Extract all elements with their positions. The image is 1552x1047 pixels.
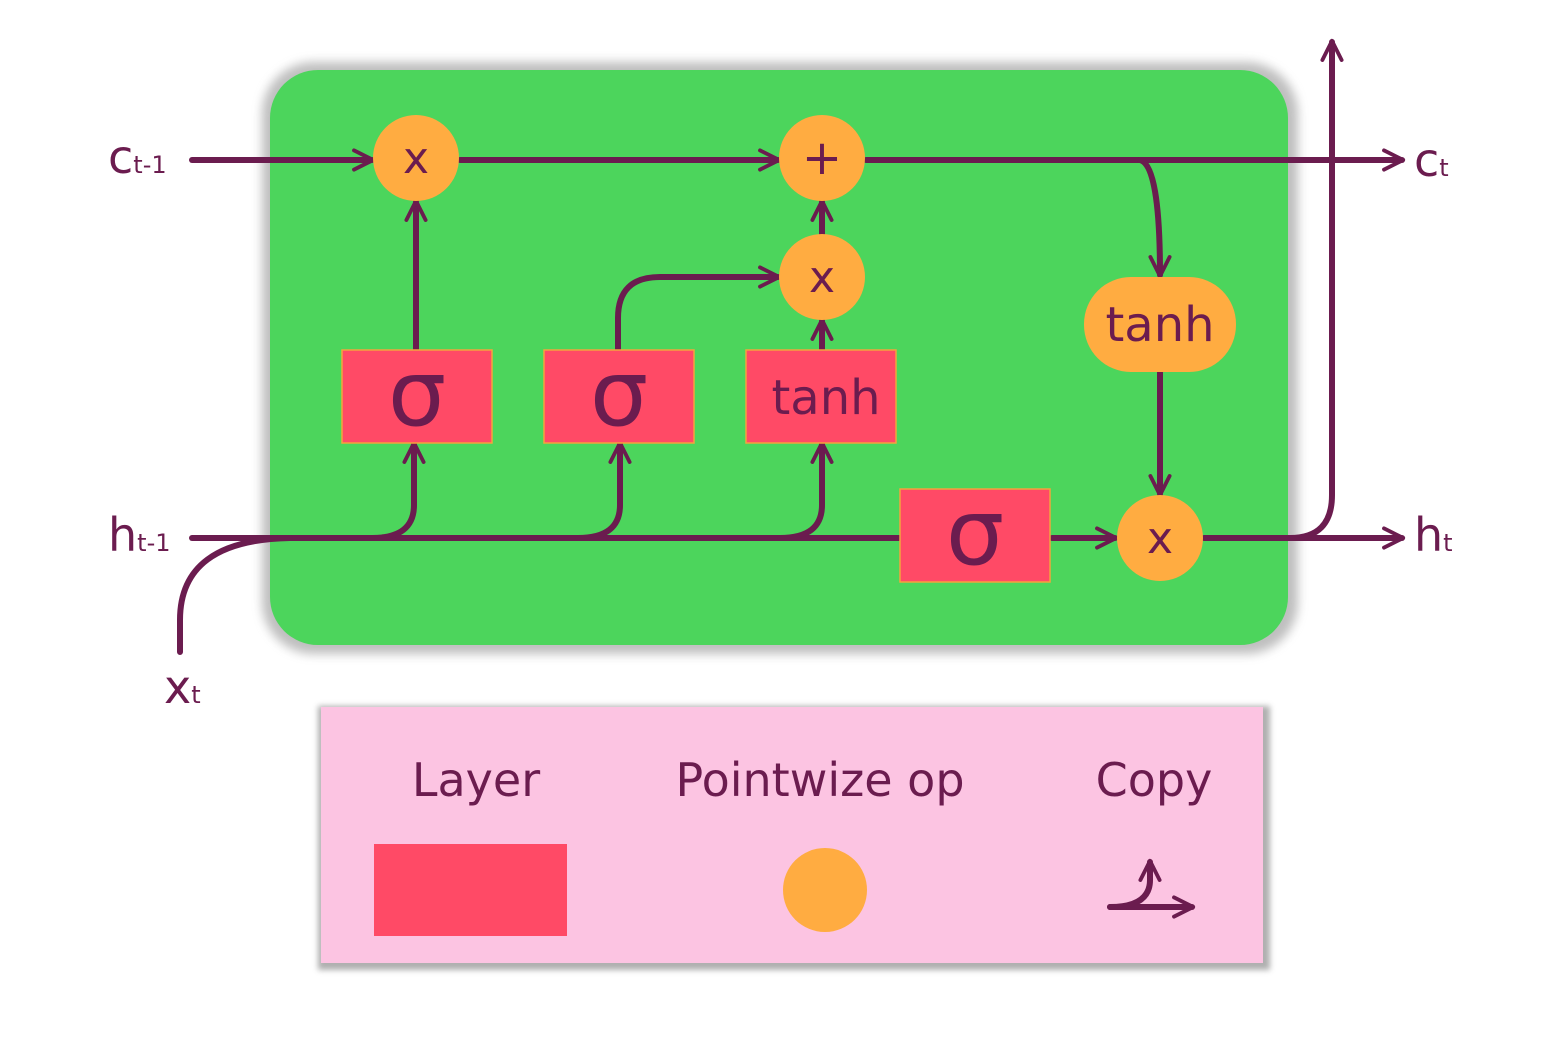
legend-layer-label: Layer — [412, 753, 540, 807]
wire-bus-to-input — [575, 440, 632, 541]
wire-bus-to-forget — [369, 440, 426, 541]
layer-input-gate: σ — [543, 340, 695, 447]
wire-cell-to-tanh — [1137, 157, 1172, 279]
input-mul-label: x — [809, 252, 835, 303]
layer-output-gate: σ — [899, 479, 1051, 586]
label-h-prev: ht-1 — [108, 508, 171, 562]
label-c-out: ct — [1414, 133, 1449, 187]
wires — [177, 38, 1406, 655]
layer-forget-gate: σ — [341, 340, 493, 447]
label-x: xt — [164, 660, 201, 714]
label-c-prev: ct-1 — [108, 130, 167, 184]
legend-pointwise-swatch — [783, 848, 867, 932]
legend: Layer Pointwize op Copy — [318, 706, 1270, 970]
cell-add-label: + — [802, 130, 842, 186]
forget-mul-label: x — [403, 133, 429, 184]
wire-input-gate-to-mul — [615, 265, 782, 353]
pointwise-output-mul: x — [1117, 495, 1203, 581]
wire-bus-to-candidate — [777, 440, 834, 541]
output-tanh-label: tanh — [1105, 297, 1214, 353]
legend-layer-swatch — [374, 844, 567, 936]
layer-candidate: tanh — [745, 349, 897, 444]
output-mul-label: x — [1147, 513, 1173, 564]
pointwise-output-tanh: tanh — [1084, 277, 1236, 372]
label-h-out: ht — [1414, 508, 1453, 562]
legend-copy-icon — [1107, 858, 1196, 919]
forget-gate-label: σ — [388, 340, 446, 447]
wire-h-up-copy — [1287, 38, 1344, 541]
output-gate-label: σ — [946, 479, 1004, 586]
wire-x-in — [177, 535, 293, 655]
pointwise-input-mul: x — [779, 234, 865, 320]
pointwise-cell-add: + — [779, 115, 865, 201]
input-gate-label: σ — [590, 340, 648, 447]
pointwise-forget-mul: x — [373, 115, 459, 201]
legend-pointwise-label: Pointwize op — [675, 753, 964, 807]
candidate-label: tanh — [771, 370, 880, 426]
legend-copy-label: Copy — [1096, 753, 1213, 807]
